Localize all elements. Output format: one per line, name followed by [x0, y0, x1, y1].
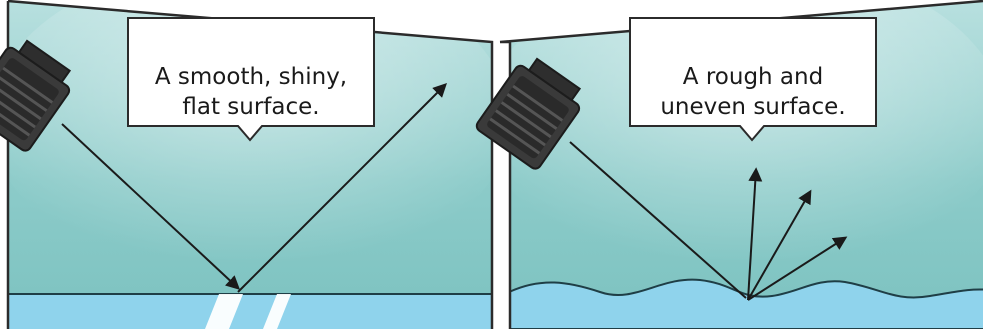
incident-ray — [61, 123, 241, 290]
shine-streak — [263, 294, 291, 329]
scattered-ray — [747, 236, 848, 301]
panel-rough — [475, 0, 983, 329]
incident-ray — [569, 141, 747, 299]
caption-line: A smooth, shiny, — [154, 64, 348, 90]
caption-line: uneven surface. — [660, 94, 846, 120]
caption-box — [127, 17, 375, 142]
scattered-ray — [747, 189, 812, 301]
caption-line: flat surface. — [182, 94, 320, 120]
panel-smooth — [0, 0, 494, 329]
caption-rough: A rough and uneven surface. — [630, 62, 876, 122]
wavy-surface — [510, 278, 983, 329]
caption-smooth: A smooth, shiny, flat surface. — [128, 62, 374, 122]
flat-surface — [8, 294, 492, 329]
shine-streak — [205, 294, 243, 329]
torch-icon — [475, 57, 582, 170]
scattered-ray — [747, 167, 763, 301]
caption-line: A rough and — [682, 64, 824, 90]
torch-icon — [0, 39, 72, 152]
reflected-ray — [237, 83, 447, 293]
caption-box — [629, 17, 877, 142]
